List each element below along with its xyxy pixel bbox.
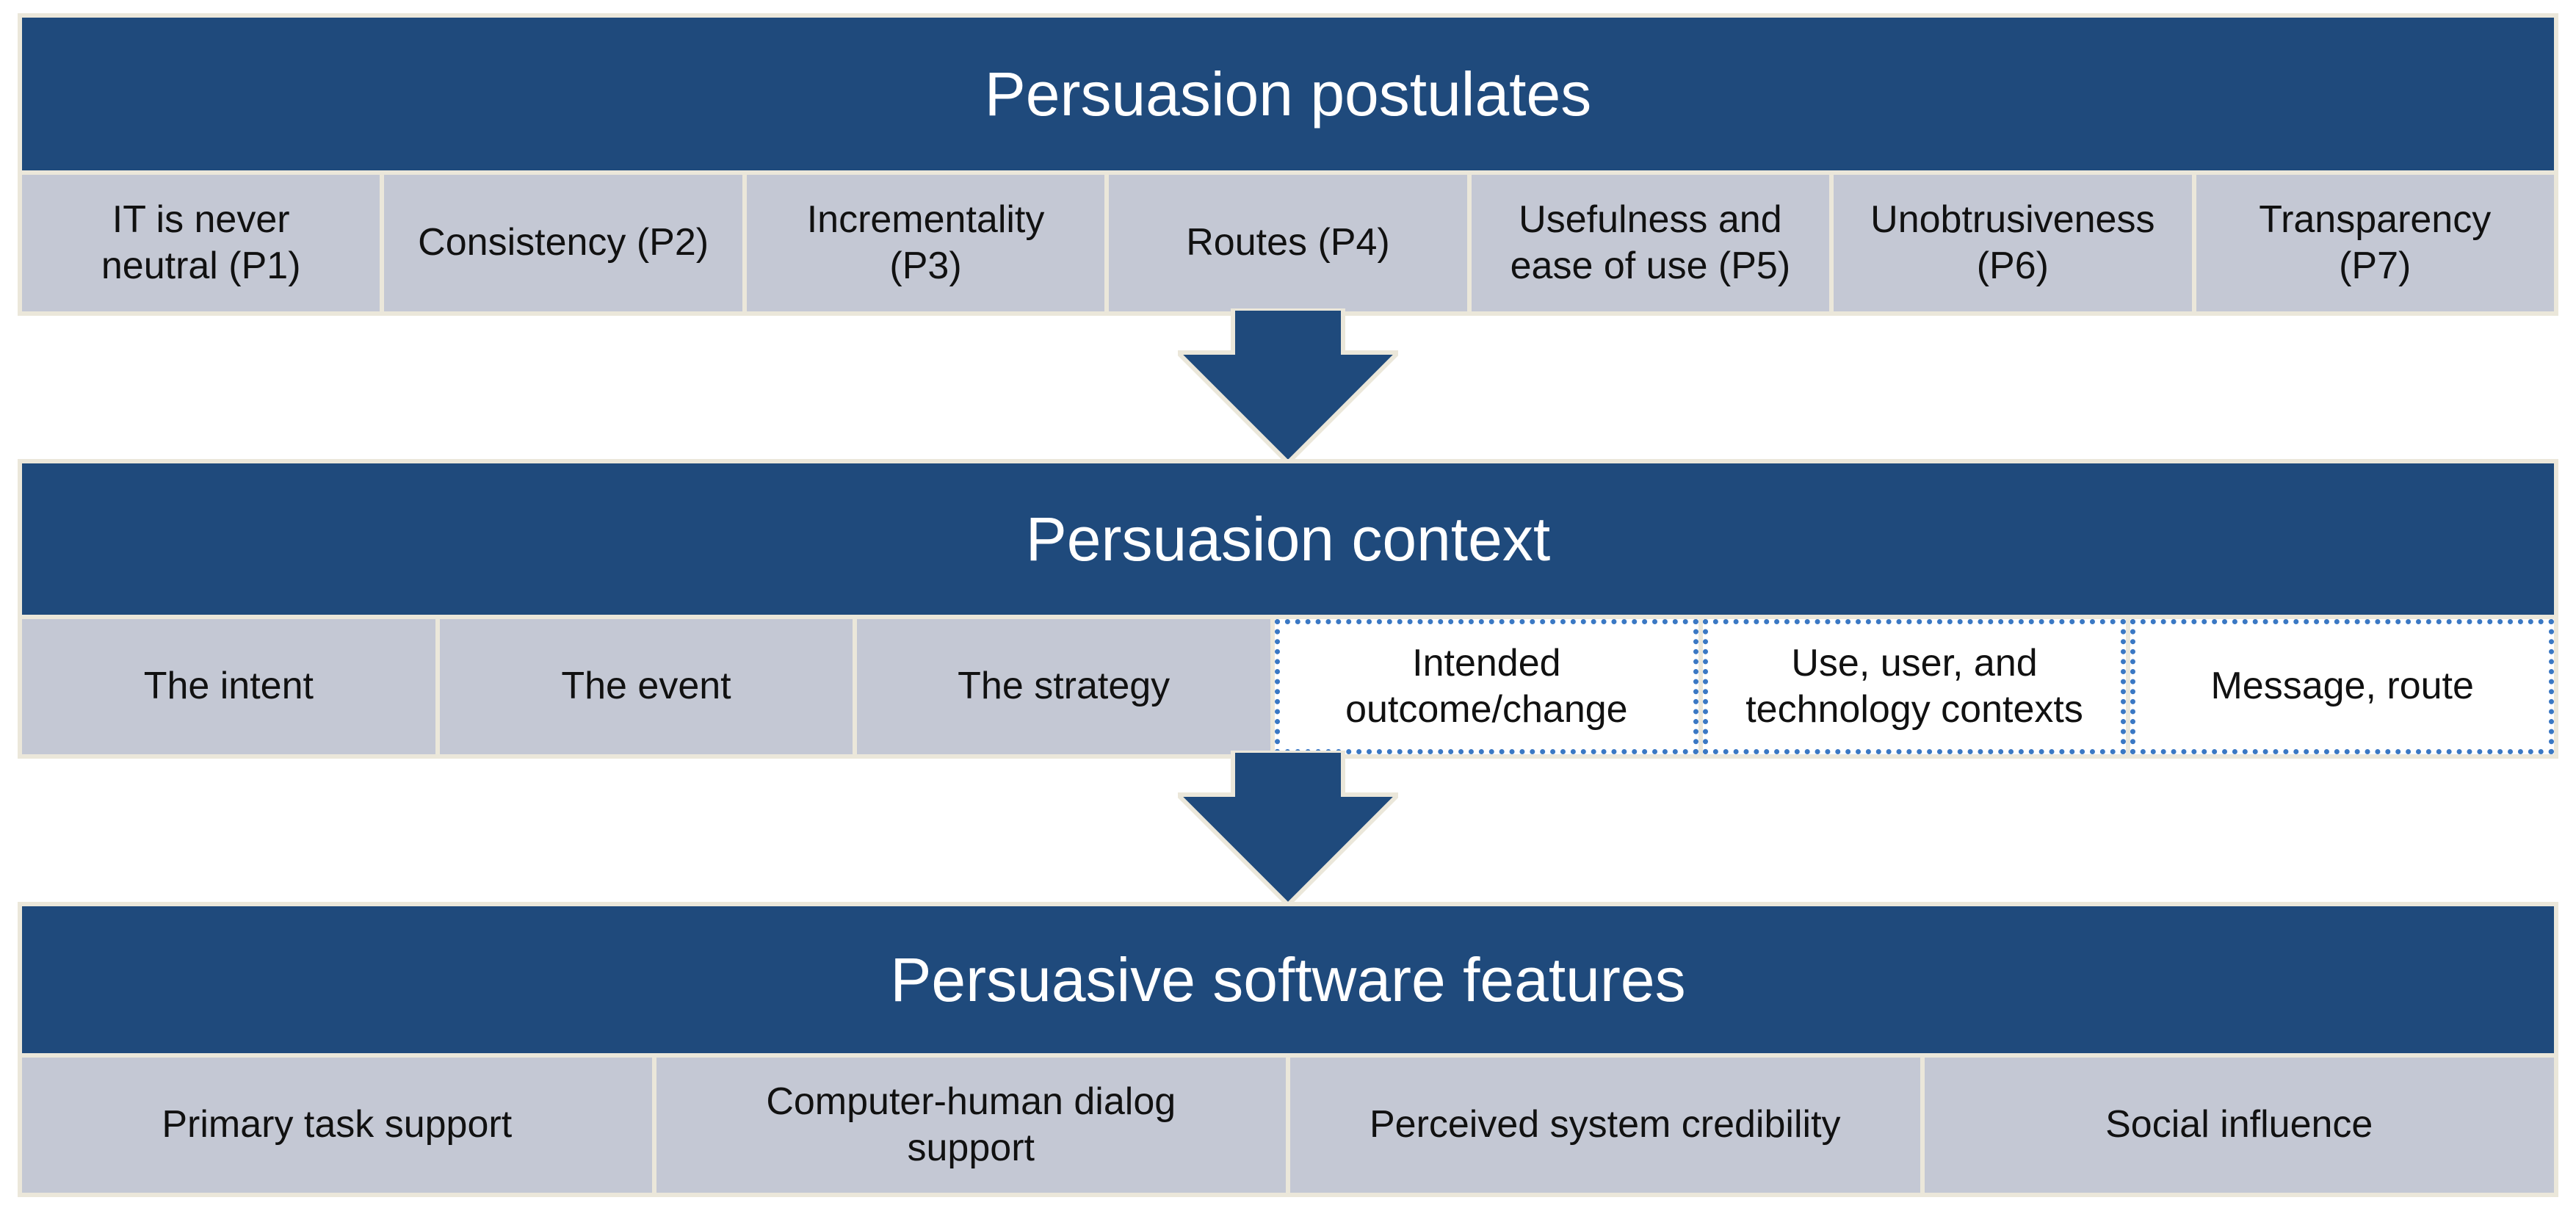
postulate-cells: IT is never neutral (P1) Consistency (P2… xyxy=(22,175,2554,311)
features-row: Primary task support Computer-human dial… xyxy=(22,1053,2554,1193)
postulate-cell-p1: IT is never neutral (P1) xyxy=(22,175,380,311)
feature-cell-primary-task-support: Primary task support xyxy=(22,1058,652,1193)
postulate-row: IT is never neutral (P1) Consistency (P2… xyxy=(22,170,2554,311)
postulate-cell-p6: Unobtrusiveness (P6) xyxy=(1834,175,2192,311)
context-cells: The intent The event The strategy Intend… xyxy=(22,619,2555,754)
feature-cell-social-influence: Social influence xyxy=(1924,1058,2554,1193)
section-persuasive-software-features: Persuasive software features Primary tas… xyxy=(18,902,2558,1197)
section-persuasion-postulates: Persuasion postulates IT is never neutra… xyxy=(18,13,2558,316)
section-title: Persuasion postulates xyxy=(22,18,2554,170)
postulate-cell-p4: Routes (P4) xyxy=(1109,175,1467,311)
feature-cell-dialog-support: Computer-human dialog support xyxy=(656,1058,1286,1193)
down-arrow-2 xyxy=(1178,751,1398,905)
feature-cell-system-credibility: Perceived system credibility xyxy=(1290,1058,1920,1193)
context-cell-message-route: Message, route xyxy=(2130,619,2555,754)
section-persuasion-context: Persuasion context The intent The event … xyxy=(18,459,2558,759)
postulate-cell-p5: Usefulness and ease of use (P5) xyxy=(1471,175,1830,311)
context-cell-event: The event xyxy=(439,619,853,754)
context-row: The intent The event The strategy Intend… xyxy=(22,615,2555,754)
postulate-cell-p3: Incrementality (P3) xyxy=(746,175,1105,311)
context-cell-intended-outcome: Intended outcome/change xyxy=(1275,619,1698,754)
section-title: Persuasive software features xyxy=(22,906,2554,1053)
context-cell-use-contexts: Use, user, and technology contexts xyxy=(1702,619,2127,754)
section-title: Persuasion context xyxy=(22,463,2554,615)
feature-cells: Primary task support Computer-human dial… xyxy=(22,1058,2554,1193)
down-arrow-1 xyxy=(1178,308,1398,463)
postulate-cell-p7: Transparency (P7) xyxy=(2196,175,2554,311)
context-cell-intent: The intent xyxy=(22,619,435,754)
postulate-cell-p2: Consistency (P2) xyxy=(384,175,742,311)
context-cell-strategy: The strategy xyxy=(857,619,1271,754)
